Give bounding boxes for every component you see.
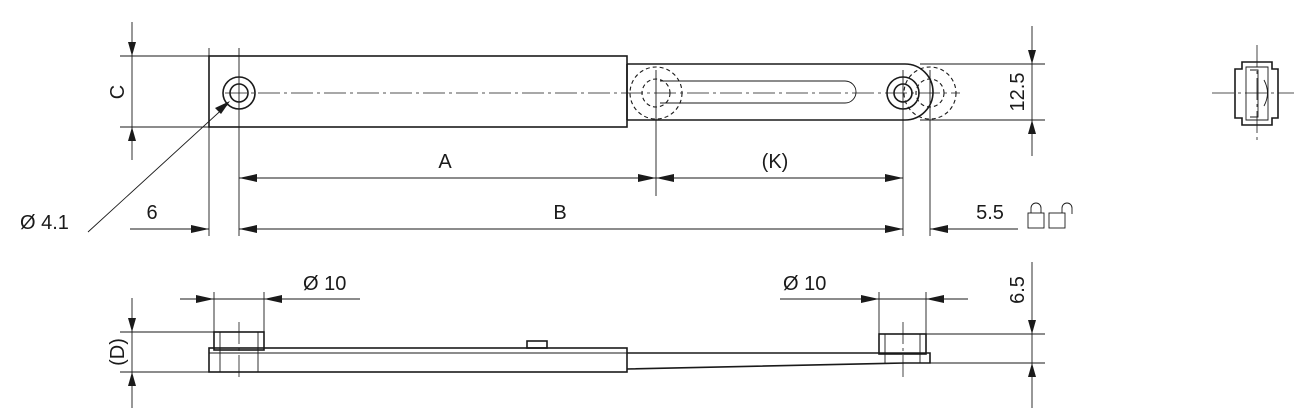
extension-lines	[120, 48, 1045, 236]
side-body	[208, 347, 628, 373]
slide-height-label: 12.5	[1007, 73, 1029, 112]
dimension-b-label: B	[553, 202, 566, 224]
cap-height-label: 6.5	[1007, 276, 1029, 304]
dimension-k-label: (K)	[762, 151, 789, 173]
dimension-12-5: 12.5	[1007, 26, 1036, 156]
slide-outline	[627, 63, 934, 121]
dimension-b: B	[239, 202, 903, 233]
dimension-mount-diameter-left: Ø 10	[180, 273, 360, 303]
padlock-locked-icon	[1027, 202, 1045, 229]
dimension-d-label: (D)	[107, 338, 129, 366]
extension-offset-label: 5.5	[976, 202, 1004, 224]
mount-cap-right	[878, 333, 927, 355]
hole-diameter-label: Ø 4.1	[20, 212, 69, 234]
dimension-c: C	[107, 22, 136, 160]
hole-diameter-callout: Ø 4.1	[20, 101, 230, 234]
padlock-unlocked-icon	[1048, 202, 1073, 229]
dimension-mount-diameter-right: Ø 10	[780, 273, 968, 303]
dimension-5-5: 5.5	[930, 202, 1018, 233]
housing-outline	[208, 55, 628, 128]
dimension-6: 6	[130, 202, 262, 233]
dimension-a: A	[239, 151, 656, 182]
mount-diameter-right-label: Ø 10	[783, 273, 826, 295]
dimension-a-label: A	[438, 151, 452, 173]
dimension-6-5: 6.5	[1007, 262, 1036, 408]
mount-diameter-left-label: Ø 10	[303, 273, 346, 295]
end-view	[1212, 45, 1294, 140]
dimension-d: (D)	[107, 298, 136, 408]
dimension-c-label: C	[107, 85, 129, 99]
top-view	[208, 55, 960, 128]
dimension-k: (K)	[656, 151, 903, 182]
slot	[660, 80, 857, 104]
side-view	[208, 322, 931, 380]
end-offset-label: 6	[146, 202, 157, 224]
